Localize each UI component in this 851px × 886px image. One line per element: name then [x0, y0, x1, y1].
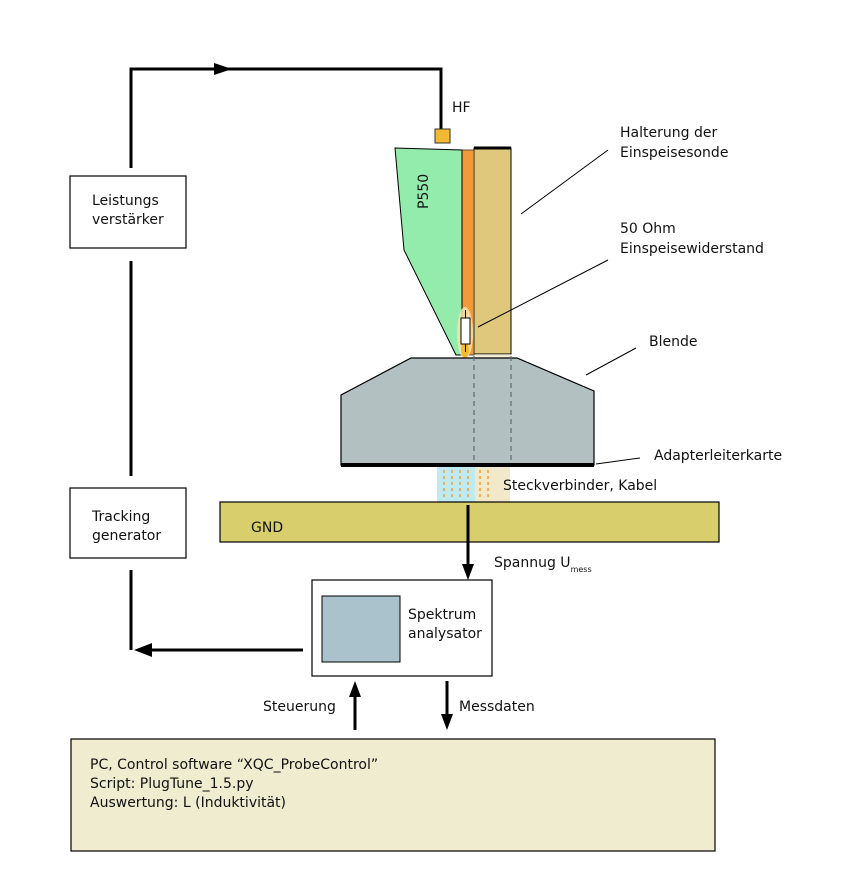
pc-box [70, 738, 716, 852]
voltage-label-sub: mess [571, 565, 592, 574]
tracking-generator-box [69, 487, 187, 559]
connector-block-tan [475, 467, 510, 502]
hf-connector [434, 128, 451, 144]
aperture-blende [340, 357, 595, 466]
analyzer-label-line1: Spektrum [408, 607, 476, 623]
probe-p550 [394, 147, 463, 356]
pc-line1: PC, Control software “XQC_ProbeControl” [90, 757, 378, 773]
analyzer-label-line2: analysator [408, 626, 482, 642]
amplifier-label-line1: Leistungs [92, 193, 159, 209]
analyzer-output-arrowhead [134, 643, 152, 657]
holder-leader [520, 149, 609, 215]
adapter-card-label: Adapterleiterkarte [654, 448, 782, 464]
resistor-50-ohm [460, 317, 471, 345]
probe-holder [473, 147, 512, 355]
tracking-label-line1: Tracking [91, 509, 150, 525]
data-arrowhead [441, 714, 453, 730]
measurement-data-label: Messdaten [459, 699, 535, 715]
gnd-label: GND [251, 520, 283, 536]
pc-line2: Script: PlugTune_1.5.py [90, 776, 254, 792]
connector-block-cyan [437, 467, 475, 502]
feed-arrowhead [214, 63, 232, 75]
aperture-label: Blende [649, 334, 697, 350]
hf-label: HF [452, 100, 471, 116]
voltage-arrowhead [462, 564, 474, 580]
aperture-leader [585, 347, 637, 376]
connector-pins [443, 470, 489, 500]
amplifier-box [69, 175, 187, 249]
resistor-leader [477, 259, 609, 328]
connector-label: Steckverbinder, Kabel [503, 478, 657, 494]
feed-line [129, 67, 443, 168]
amplifier-label-line2: verstärker [92, 212, 164, 228]
holder-label-line2: Einspeisesonde [620, 145, 728, 161]
voltage-label: Spannug Umess [494, 555, 592, 574]
probe-label: P550 [416, 174, 432, 209]
analyzer-screen [321, 595, 401, 663]
resistor-label-line2: Einspeisewiderstand [620, 241, 764, 257]
control-label: Steuerung [263, 699, 336, 715]
tracking-label-line2: generator [92, 528, 161, 544]
voltage-label-main: Spannug U [494, 555, 571, 571]
holder-label-line1: Halterung der [620, 125, 717, 141]
pc-line3: Auswertung: L (Induktivität) [90, 795, 286, 811]
adapter-leader [595, 457, 641, 465]
control-arrowhead [349, 681, 361, 697]
resistor-label-line1: 50 Ohm [620, 221, 676, 237]
